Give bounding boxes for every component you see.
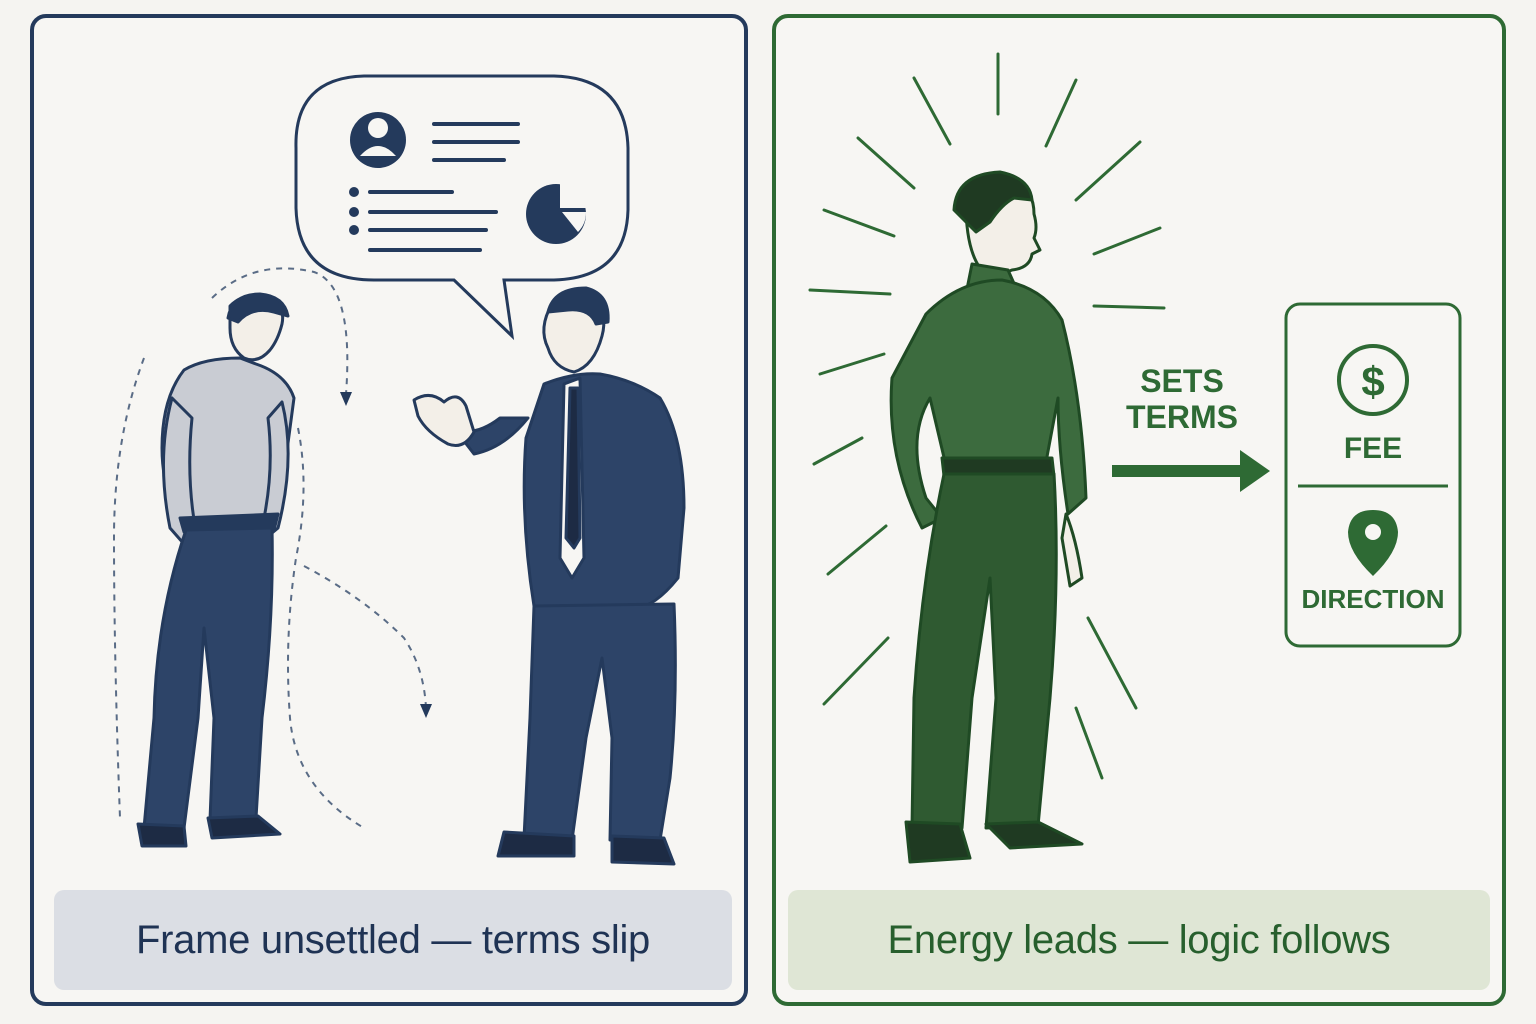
person-icon [350,112,406,168]
left-scene [112,74,686,866]
dollar-icon: $ [1337,344,1409,416]
dashed-paths [112,267,427,829]
arrow-right-icon [1112,450,1270,492]
talking-man-figure [412,286,686,866]
energy-rays [808,52,1166,780]
fee-label: FEE [1344,432,1402,465]
confident-man-figure [889,170,1088,864]
arrowhead [340,392,352,406]
text-lines [432,122,520,162]
left-panel: Frame unsettled — terms slip [30,14,748,1006]
right-panel: SETS TERMS $ FEE DIRECTION Energy leads … [772,14,1506,1006]
unsettled-man-figure [136,292,296,848]
direction-label: DIRECTION [1302,584,1445,614]
sets-label: SETS [1140,363,1224,399]
speech-bubble [294,74,630,341]
arrowhead [420,704,432,718]
bullet-list [349,187,498,252]
left-caption-text: Frame unsettled — terms slip [136,917,650,962]
svg-text:$: $ [1361,358,1384,405]
terms-label: TERMS [1126,399,1238,435]
right-caption-text: Energy leads — logic follows [887,917,1391,962]
pie-chart-icon [526,182,587,244]
right-caption: Energy leads — logic follows [788,890,1490,990]
right-scene: SETS TERMS $ FEE DIRECTION [808,52,1462,864]
terms-card: $ FEE DIRECTION [1284,302,1462,648]
location-pin-icon [1348,510,1398,576]
left-caption: Frame unsettled — terms slip [54,890,732,990]
